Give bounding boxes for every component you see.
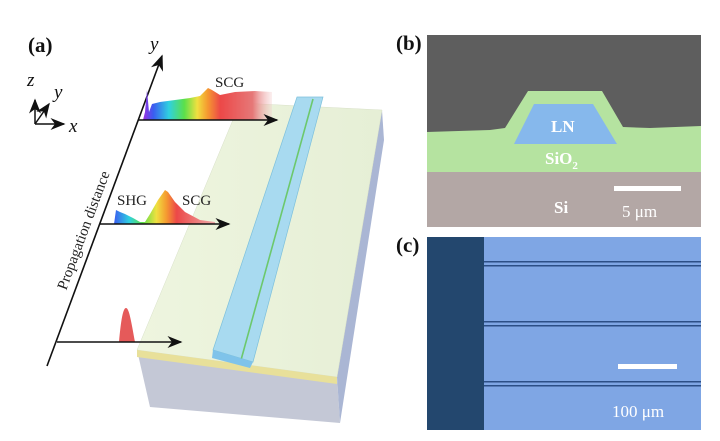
ln-label: LN: [551, 117, 575, 136]
panel-c-label: (c): [396, 233, 419, 257]
spectrum-top-label: SCG: [215, 75, 244, 91]
scale-label-c: 100 μm: [612, 402, 664, 421]
sio2-subscript: 2: [572, 160, 578, 172]
chip-side-face: [337, 110, 384, 423]
pump-pulse-spectrum: [119, 308, 135, 342]
ln-waveguide: [514, 104, 617, 144]
z-axis-label: z: [26, 70, 35, 91]
scg-label: SCG: [182, 193, 211, 209]
scale-bar-b: [614, 186, 681, 191]
panel-a-label: (a): [28, 33, 53, 57]
spectrum-mid-shg-scg: [114, 190, 215, 224]
scale-label-b: 5 μm: [622, 202, 657, 221]
oxide-layer: [137, 350, 337, 384]
propagation-axis-label: y: [148, 34, 159, 55]
panel-b-label: (b): [396, 31, 422, 55]
waveguide-lines: [484, 261, 701, 387]
si-substrate: [427, 172, 701, 227]
spectrum-top-scg: [143, 88, 272, 120]
coordinate-triad: z y x: [26, 70, 78, 137]
waveguide-line: [484, 325, 701, 327]
chip-front-face: [137, 350, 340, 423]
shg-label: SHG: [117, 193, 147, 209]
waveguide-chip: [136, 96, 384, 423]
chip-edge: [427, 237, 484, 430]
waveguide-line: [484, 385, 701, 387]
scale-bar-c: [618, 364, 677, 369]
x-axis-label: x: [68, 116, 78, 137]
waveguide-line: [484, 321, 701, 323]
y-axis-label: y: [52, 82, 63, 103]
propagation-axis: [46, 54, 163, 367]
waveguide-line: [484, 265, 701, 267]
panel-a: (a) z y x y Propagation distance SCG: [26, 33, 384, 423]
sio2-text: SiO: [545, 149, 572, 168]
panel-b: (b) LN SiO2 Si 5 μm: [396, 31, 701, 227]
si-label: Si: [554, 198, 568, 217]
propagation-distance-label: Propagation distance: [55, 169, 114, 292]
sio2-label: SiO2: [545, 149, 578, 172]
waveguide-facet: [212, 350, 253, 368]
waveguide-line: [484, 261, 701, 263]
waveguide-line: [484, 381, 701, 383]
panel-c: (c) 100 μm: [396, 233, 701, 430]
waveguide-core-line: [240, 98, 314, 361]
y-axis-arrow: [34, 102, 50, 125]
